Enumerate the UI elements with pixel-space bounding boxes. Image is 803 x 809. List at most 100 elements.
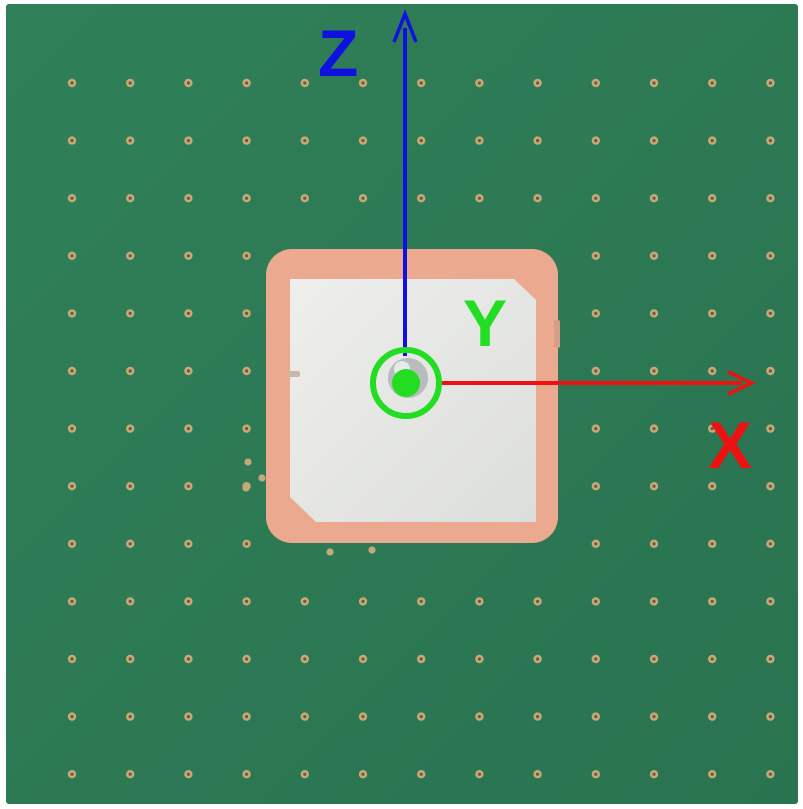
via-hole <box>477 599 481 604</box>
via-hole <box>128 369 132 373</box>
via-hole <box>652 772 656 776</box>
via-hole <box>710 139 714 143</box>
via-hole <box>70 254 74 258</box>
via-hole <box>361 657 365 661</box>
via-hole <box>128 599 132 604</box>
via-hole <box>710 196 714 200</box>
via-hole <box>128 139 132 143</box>
via-hole <box>70 599 74 604</box>
via-hole <box>70 139 74 143</box>
via-hole <box>70 542 74 546</box>
via-hole <box>186 657 190 661</box>
via-hole <box>652 254 656 258</box>
via-hole <box>245 715 249 719</box>
via-hole <box>303 139 307 143</box>
via-hole <box>477 657 481 661</box>
via-hole <box>768 254 773 258</box>
via-hole <box>419 715 423 719</box>
via-hole <box>70 369 74 373</box>
via-hole <box>361 599 365 604</box>
via-hole <box>70 81 74 85</box>
via-hole <box>186 311 190 315</box>
via-hole <box>128 772 132 776</box>
via-hole <box>186 599 190 604</box>
via-hole <box>128 254 132 258</box>
via-hole <box>419 81 423 85</box>
z-axis: Z <box>318 9 418 356</box>
via-hole <box>245 657 249 661</box>
via-hole <box>186 196 190 200</box>
via <box>242 484 250 492</box>
x-axis: X <box>440 370 757 482</box>
via-hole <box>186 427 190 431</box>
via-hole <box>128 427 132 431</box>
patch-notch <box>288 371 300 377</box>
y-axis: Y <box>370 286 507 419</box>
via-hole <box>768 81 773 85</box>
patch-metal-surface <box>290 279 536 522</box>
via-hole <box>186 772 190 776</box>
via-hole <box>768 715 773 719</box>
via-hole <box>477 81 481 85</box>
via-hole <box>419 657 423 661</box>
via <box>326 548 334 556</box>
x-axis-label: X <box>708 408 752 482</box>
via-hole <box>186 254 190 258</box>
via-hole <box>186 484 190 488</box>
via-hole <box>768 542 773 546</box>
via-hole <box>594 715 598 719</box>
via-hole <box>536 196 540 200</box>
via-hole <box>128 484 132 488</box>
y-axis-out-of-page-dot <box>392 369 420 397</box>
via-hole <box>652 599 656 604</box>
via-hole <box>477 196 481 200</box>
via-hole <box>70 484 74 488</box>
via-hole <box>594 772 598 776</box>
via-hole <box>594 139 598 143</box>
via-hole <box>594 599 598 604</box>
via-hole <box>303 196 307 200</box>
via-hole <box>245 311 249 315</box>
via-hole <box>128 715 132 719</box>
via-hole <box>710 81 714 85</box>
via-hole <box>710 484 714 488</box>
via-hole <box>536 139 540 143</box>
via-hole <box>768 772 773 776</box>
via-hole <box>419 196 423 200</box>
via-hole <box>419 139 423 143</box>
via-hole <box>477 772 481 776</box>
via-hole <box>245 599 249 604</box>
via-hole <box>594 484 598 488</box>
via-hole <box>768 427 773 431</box>
via-grid <box>67 78 775 779</box>
via-hole <box>652 484 656 488</box>
via-hole <box>245 254 249 258</box>
via-hole <box>70 715 74 719</box>
via-hole <box>303 715 307 719</box>
patch-antenna <box>266 249 560 543</box>
via-hole <box>652 657 656 661</box>
via-hole <box>477 139 481 143</box>
via-hole <box>70 196 74 200</box>
via-hole <box>652 311 656 315</box>
via-hole <box>186 542 190 546</box>
via-hole <box>361 139 365 143</box>
via-hole <box>245 427 249 431</box>
via-hole <box>361 81 365 85</box>
via-hole <box>652 139 656 143</box>
via-hole <box>186 369 190 373</box>
via-hole <box>419 772 423 776</box>
via-hole <box>710 369 714 373</box>
via-hole <box>768 657 773 661</box>
via-hole <box>768 369 773 373</box>
via-hole <box>594 369 598 373</box>
via <box>258 474 266 482</box>
z-axis-label: Z <box>318 16 358 90</box>
via-hole <box>536 657 540 661</box>
via-hole <box>594 254 598 258</box>
via-hole <box>710 427 714 431</box>
via-hole <box>710 715 714 719</box>
via-hole <box>768 139 773 143</box>
via-hole <box>245 139 249 143</box>
